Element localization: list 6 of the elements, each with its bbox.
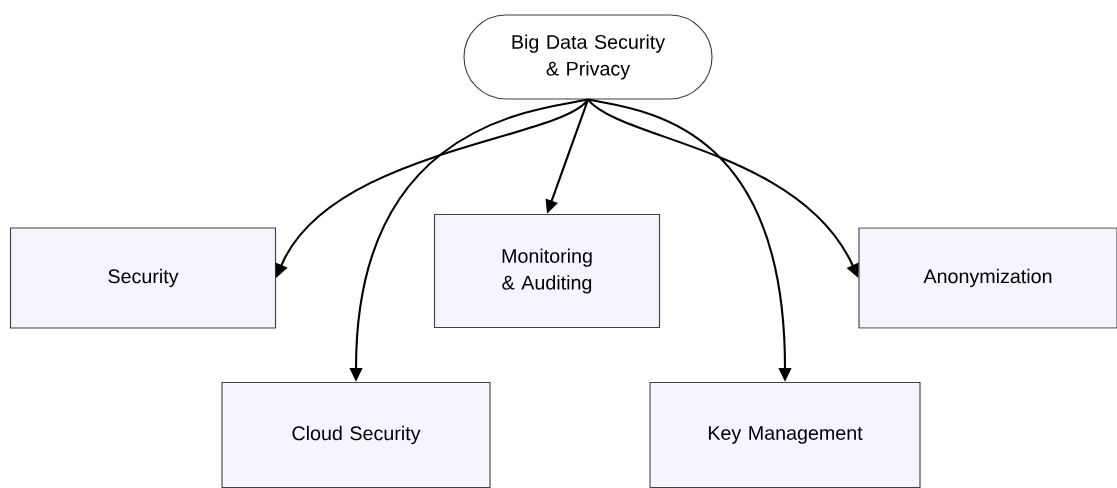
topic-box: Cloud Security: [221, 381, 491, 488]
topic-box: Anonymization: [858, 227, 1117, 329]
topic-box: Monitoring & Auditing: [433, 213, 661, 329]
topic-box: Key Management: [649, 381, 921, 488]
topic-box: Security: [9, 227, 277, 329]
title-pill: Big Data Security & Privacy: [463, 14, 713, 100]
